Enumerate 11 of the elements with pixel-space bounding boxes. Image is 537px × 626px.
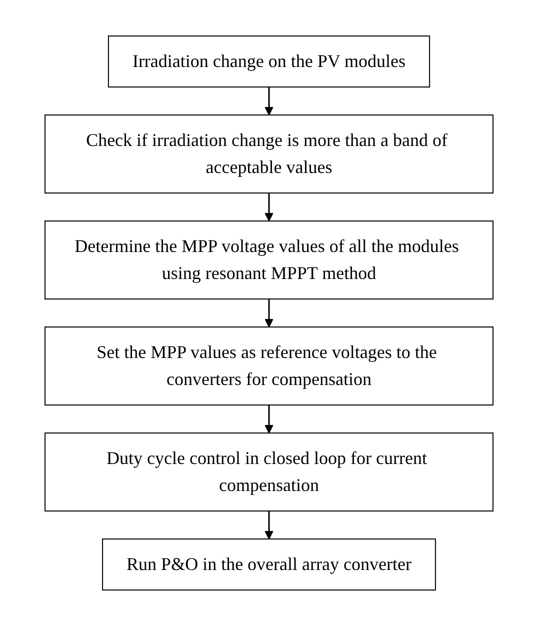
node-box: Irradiation change on the PV modules	[107, 36, 430, 88]
arrow	[264, 87, 273, 116]
arrow	[264, 299, 273, 328]
node-box: Determine the MPP voltage values of all the modules using resonant MPPT method	[44, 220, 493, 300]
arrow	[264, 193, 273, 222]
arrow	[264, 511, 273, 540]
arrow	[264, 405, 273, 434]
node-box: Duty cycle control in closed loop for current compensation	[44, 432, 493, 512]
node-box: Run P&O in the overall array converter	[102, 538, 436, 590]
node-box: Set the MPP values as reference voltages to the converters for compensation	[44, 326, 493, 406]
node-box: Check if irradiation change is more than a band of acceptable values	[44, 114, 493, 194]
